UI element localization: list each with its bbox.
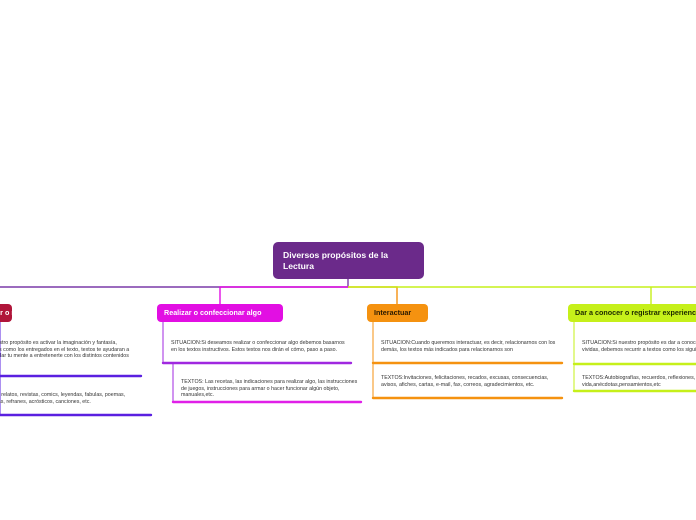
branch-label: Realizar o confeccionar algo (164, 308, 262, 317)
branch-label: Dar a conocer o registrar experiencias (575, 308, 696, 317)
branch-node-interactuar[interactable]: Interactuar (367, 304, 428, 322)
branch-label: Interactuar (374, 308, 412, 317)
leaf-situation-dar-a-conocer[interactable]: SITUACIÓN:Si nuestro propósito es dar a … (582, 340, 696, 353)
connector-root-branch-4 (348, 286, 696, 304)
leaf-texts-dar-a-conocer[interactable]: TEXTOS:Autobiografías, recuerdos, reflex… (582, 375, 696, 388)
root-title: Diversos propósitos de la Lectura (283, 250, 389, 271)
branch-node-dar-a-conocer[interactable]: Dar a conocer o registrar experiencias (568, 304, 696, 322)
branch-node-entretener[interactable]: Entretener o recrearnos (0, 304, 12, 322)
connector-root-branch-1 (0, 279, 349, 288)
connector-branch-2-leaves (162, 322, 174, 402)
leaf-texts-entretener[interactable]: TEXTOS:Cuentos, relatos, revistas, comic… (0, 392, 126, 405)
branch-node-realizar[interactable]: Realizar o confeccionar algo (157, 304, 283, 322)
leaf-situation-interactuar[interactable]: SITUACIÓN:Cuando queremos interactuar, e… (381, 340, 556, 353)
connector-root-branch-2 (219, 286, 348, 304)
leaf-texts-realizar[interactable]: TEXTOS: Las recetas, las indicaciones pa… (181, 379, 358, 399)
leaf-texts-interactuar[interactable]: TEXTOS:Invitaciones, felicitaciones, rec… (381, 375, 549, 388)
connector-root-branch-3 (348, 286, 398, 304)
leaf-situation-entretener[interactable]: SITUACIÓN:Si nuestro propósito es activa… (0, 340, 130, 360)
root-node[interactable]: Diversos propósitos de la Lectura (273, 242, 424, 279)
leaf-situation-realizar[interactable]: SITUACIÓN:Si deseamos realizar o confecc… (171, 340, 345, 353)
branch-label: Entretener o recrearnos (0, 308, 12, 317)
